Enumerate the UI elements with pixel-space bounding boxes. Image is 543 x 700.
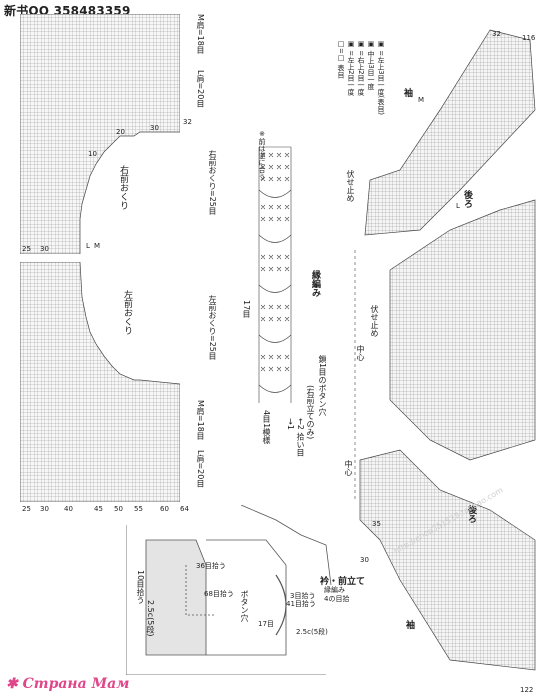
l-size-bottom: L肩=20目 bbox=[196, 450, 205, 488]
row-num-30: 30 bbox=[150, 124, 159, 132]
center-label: 中心 bbox=[356, 345, 365, 361]
pattern-repeat: 4目1模様 bbox=[262, 410, 271, 445]
legend-item-3: ▣ =右上2目一度 bbox=[357, 40, 365, 96]
l-size-top: L肩=20目 bbox=[196, 70, 205, 108]
schematic-cm-right: 2.5c(5段) bbox=[296, 628, 328, 636]
schematic-pick17: 17目 bbox=[258, 620, 274, 628]
legend-item-4: ▣ 中上3目一度 bbox=[367, 40, 375, 90]
legend-item-5: ▣ =左上3目一度(表目) bbox=[377, 40, 385, 116]
schematic-pick68: 68目拾う bbox=[204, 590, 234, 598]
bottom-num-60: 60 bbox=[160, 505, 169, 513]
num-32: 32 bbox=[492, 30, 501, 38]
right-front-chart bbox=[20, 14, 180, 254]
num-116-top: 116 bbox=[522, 34, 536, 42]
num-35: 35 bbox=[372, 520, 381, 528]
back-label-lower: 後ろ bbox=[466, 505, 476, 523]
schematic-width-top: 41目拾う bbox=[286, 600, 316, 608]
bottom-num-50: 50 bbox=[114, 505, 123, 513]
star-icon: ✱ bbox=[6, 676, 18, 692]
num-122-bottom: 122 bbox=[520, 686, 534, 694]
button-note-2: (右前立てのみ) bbox=[306, 385, 315, 440]
legend: □=□ 表目 bbox=[336, 40, 345, 78]
left-front-edge: 左前おくり=25目 bbox=[208, 295, 217, 360]
start-label: →1 bbox=[286, 418, 295, 430]
bottom-num-25: 25 bbox=[22, 505, 31, 513]
bottom-num-40: 40 bbox=[64, 505, 73, 513]
cast-off-1: 伏せ止め bbox=[346, 170, 355, 202]
legend-item-1: □=□ 表目 bbox=[337, 40, 345, 79]
mid-num-1: 25 bbox=[22, 245, 31, 253]
row-num-20: 20 bbox=[116, 128, 125, 136]
m-label-1: M bbox=[418, 96, 425, 104]
left-front-chart bbox=[20, 262, 180, 502]
schematic-pick10: 10目拾う bbox=[136, 570, 145, 605]
center-label-2: 中心 bbox=[344, 460, 353, 476]
row-num-32: 32 bbox=[183, 118, 192, 126]
l-label-1: L bbox=[456, 202, 460, 210]
m-size-bottom: M肩=18目 bbox=[196, 400, 205, 440]
col-letter-l: L bbox=[86, 242, 90, 250]
right-front-label: 右前おくり bbox=[118, 165, 128, 210]
edging-label: 縁編み bbox=[310, 270, 320, 297]
rows-17: 17目 bbox=[242, 300, 251, 319]
pickup-label: ←2 拾い目 bbox=[296, 418, 305, 457]
center-note: ※前は逆に合う bbox=[258, 130, 266, 180]
mid-num-2: 30 bbox=[40, 245, 49, 253]
col-letter-m: M bbox=[94, 242, 101, 250]
schematic-rows4: 4の目拾 bbox=[324, 595, 350, 603]
cardigan-schematic bbox=[126, 505, 332, 675]
cast-off-2: 伏せ止め bbox=[370, 305, 379, 337]
schematic-title: 衿・前立て bbox=[320, 577, 366, 587]
schematic-pick36: 36目拾う bbox=[196, 562, 226, 570]
bottom-num-30: 30 bbox=[40, 505, 49, 513]
m-size-top: M肩=18目 bbox=[196, 14, 205, 54]
schematic-back: 3目拾う bbox=[290, 592, 316, 600]
edging-chart bbox=[258, 146, 292, 403]
right-front-edge: 右前おくり=25目 bbox=[208, 150, 217, 215]
legend-item-2: ▣ =左上2目一度 bbox=[347, 40, 355, 96]
back-sleeve-chart bbox=[354, 29, 536, 671]
schematic-subtitle: 縁編み bbox=[324, 586, 345, 594]
sleeve-label-bottom: 袖 bbox=[404, 620, 414, 629]
schematic-button-hole: ボタン穴 bbox=[240, 590, 249, 622]
left-front-label: 左前おくり bbox=[122, 290, 132, 335]
back-label: 後ろ bbox=[462, 190, 472, 208]
bottom-num-55: 55 bbox=[134, 505, 143, 513]
schematic-cm-left: 2.5c(5段) bbox=[146, 600, 155, 637]
button-note: 鎖1目のボタン穴 bbox=[318, 355, 327, 417]
row-num-10: 10 bbox=[88, 150, 97, 158]
sleeve-label-top: 袖 bbox=[402, 88, 412, 97]
bottom-num-64: 64 bbox=[180, 505, 189, 513]
site-watermark-text: Страна Мам bbox=[22, 676, 130, 692]
site-watermark: ✱ Страна Мам bbox=[6, 676, 129, 692]
num-30: 30 bbox=[360, 556, 369, 564]
bottom-num-45: 45 bbox=[94, 505, 103, 513]
